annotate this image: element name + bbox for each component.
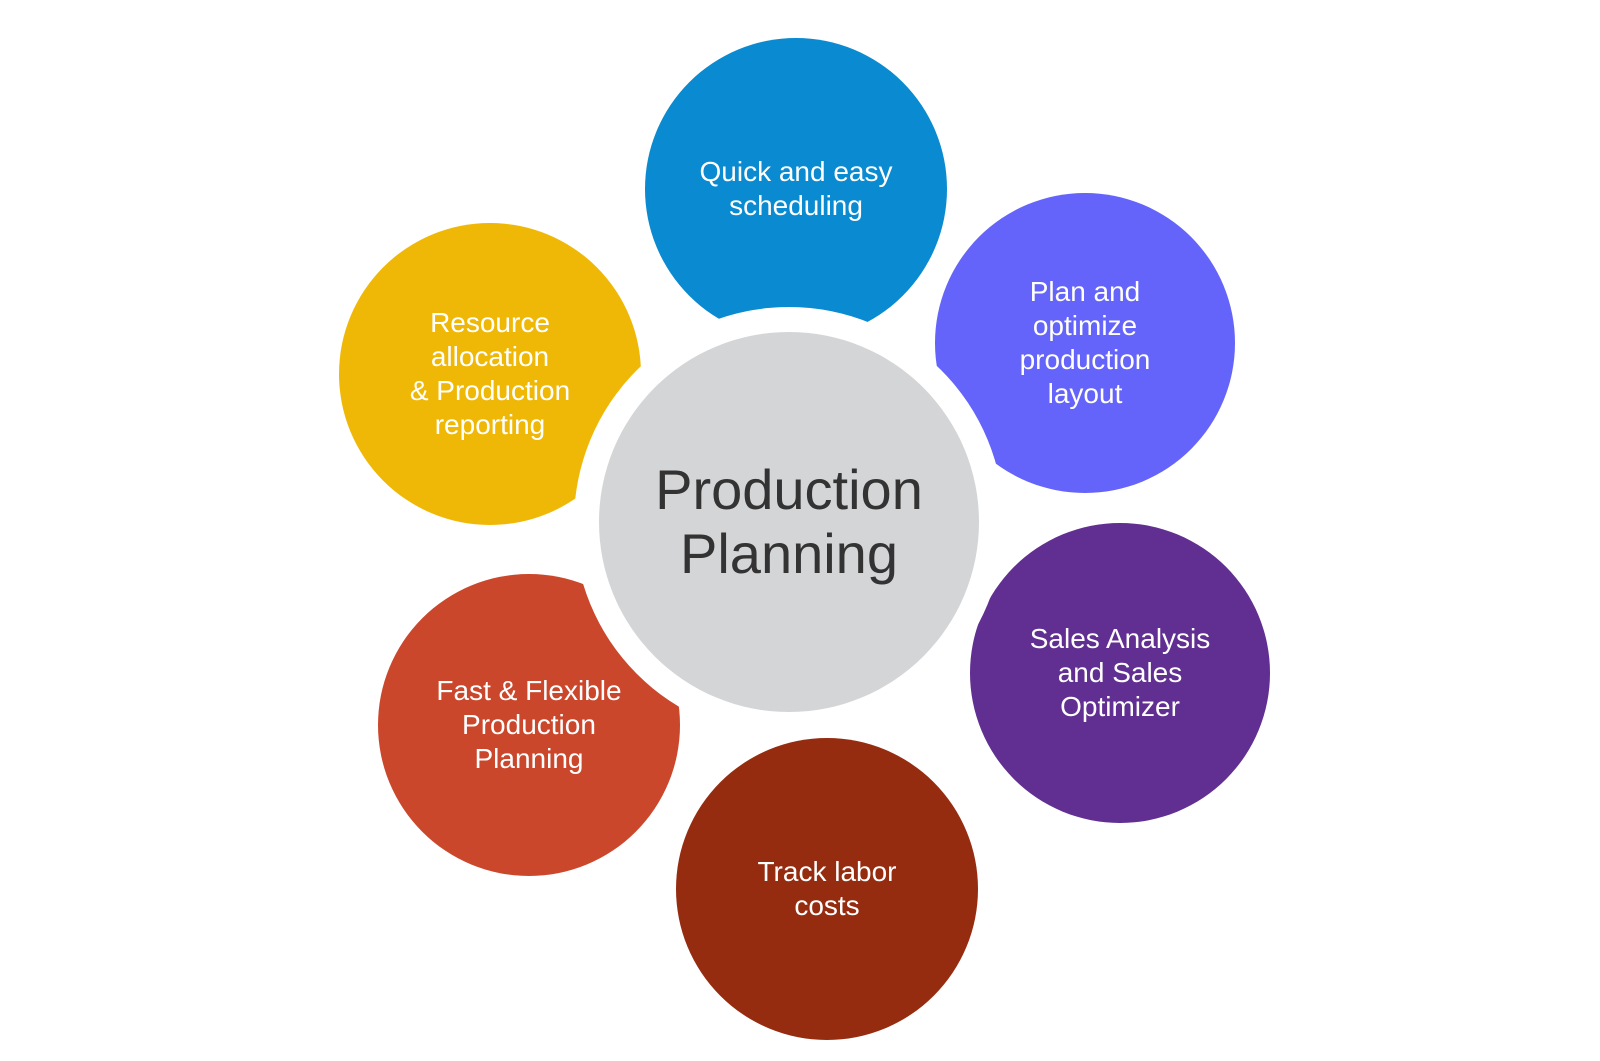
petal-track-labor-costs: Track labor costs [676,738,978,1040]
petal-label: Resource allocation & Production reporti… [409,307,571,440]
hub-circle: Production Planning [599,332,979,712]
petal-sales-analysis: Sales Analysis and Sales Optimizer [970,523,1270,823]
petal-label: Plan and optimize production layout [1019,276,1151,409]
petal-label: Sales Analysis and Sales Optimizer [1029,623,1211,722]
petal-quick-scheduling: Quick and easy scheduling [645,38,947,340]
hub-title: Production Planning [655,458,923,585]
petal-label: Track labor costs [757,856,897,921]
petal-label: Fast & Flexible Production Planning [436,675,622,774]
petal-label: Quick and easy scheduling [699,156,893,221]
